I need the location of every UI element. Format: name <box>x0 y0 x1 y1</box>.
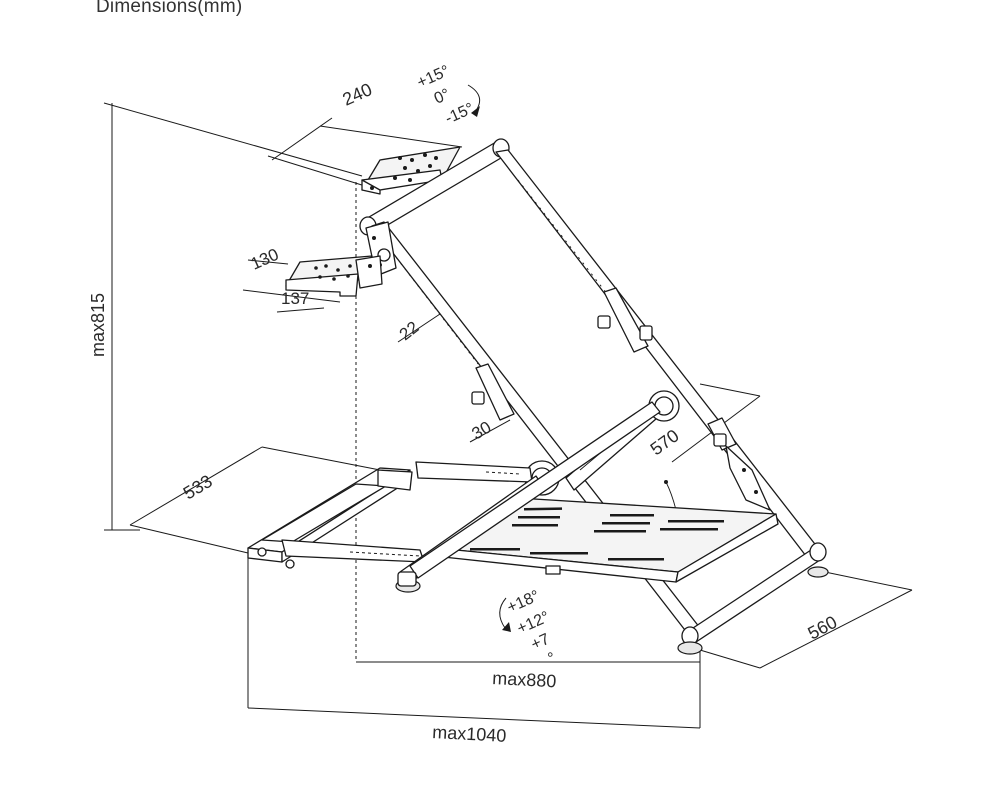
label-shifter-width: 137 <box>281 289 309 308</box>
stand-structure <box>247 138 829 655</box>
label-base-width: 570 <box>647 425 683 459</box>
pedal-plate <box>433 497 779 583</box>
label-pedal-tilt-4: ° <box>546 650 559 668</box>
label-tilt-top-zero: 0° <box>432 86 453 108</box>
label-rear-width: 560 <box>804 612 840 644</box>
label-shifter-depth: 130 <box>248 245 282 274</box>
label-max-height: max815 <box>88 293 108 357</box>
front-tray <box>247 467 413 569</box>
label-max-depth-inner: max880 <box>492 668 557 691</box>
diagram-title: Dimensions(mm) <box>96 0 243 17</box>
label-max-depth-outer: max1040 <box>432 722 507 746</box>
label-pedal-tilt-2: +12° <box>515 608 553 637</box>
dimension-lines <box>103 84 913 729</box>
shifter-plate <box>285 255 383 297</box>
label-top-plate-width: 240 <box>339 79 375 109</box>
label-tilt-top-plus: +15° <box>415 62 453 91</box>
label-pedal-width: 533 <box>180 471 216 504</box>
label-pedal-tilt-3: +7 <box>529 631 553 654</box>
label-lower-angle: 30 <box>469 418 495 444</box>
label-mast-angle: 22 <box>396 318 423 345</box>
label-tilt-top-minus: -15° <box>443 100 477 128</box>
